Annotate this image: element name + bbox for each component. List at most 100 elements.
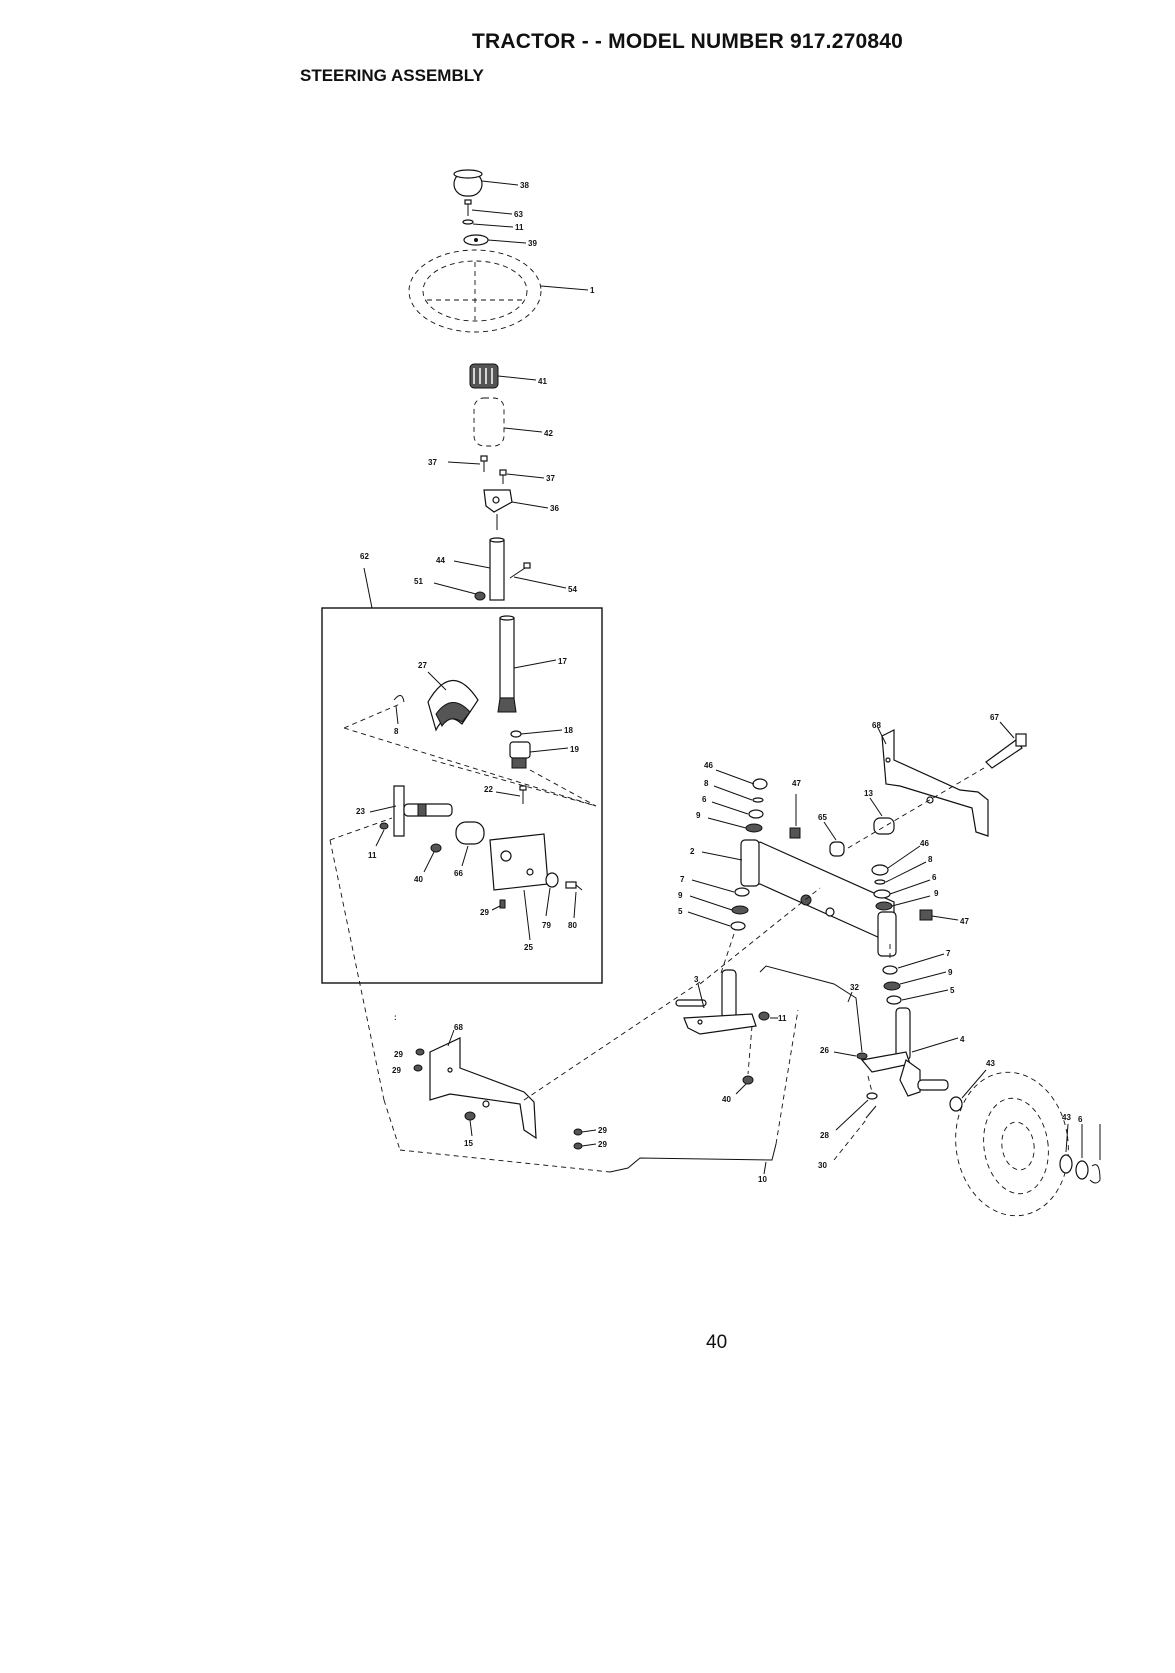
washer-43: [950, 1097, 962, 1111]
lock-washer-11-box: [380, 823, 388, 829]
callout-3: 3: [694, 975, 699, 984]
callout-44: 44: [436, 556, 445, 565]
callout-6-left: 6: [702, 795, 707, 804]
callout-38: 38: [520, 181, 529, 190]
callout-46-right: 46: [920, 839, 929, 848]
clip-8-right: [875, 880, 885, 884]
sector-gear-27: [428, 680, 478, 730]
callout-11-box: 11: [368, 851, 377, 860]
washer-28: [867, 1093, 877, 1099]
callout-68-right: 68: [872, 721, 881, 730]
bearing-9-left-lower: [732, 906, 748, 914]
adapter-41: [470, 364, 498, 388]
bearing-9-left: [746, 824, 762, 832]
callout-29-right-b: 29: [598, 1140, 607, 1149]
bracket-36: [484, 490, 512, 512]
screw-37-right: [500, 470, 506, 484]
callout-54: 54: [568, 585, 577, 594]
callout-15: 15: [464, 1139, 473, 1148]
callout-43-wheel: 43: [1062, 1113, 1071, 1122]
callout-19: 19: [570, 745, 579, 754]
washer-6-right: [874, 890, 890, 898]
callout-6-right: 6: [932, 873, 937, 882]
clip-8-left: [753, 798, 763, 802]
callout-8-box: 8: [394, 727, 399, 736]
callout-5-left: 5: [678, 907, 683, 916]
callout-5-right: 5: [950, 986, 955, 995]
bushing-42: [474, 398, 504, 446]
callout-17: 17: [558, 657, 567, 666]
callout-11-axle: 11: [778, 1014, 787, 1023]
nut-40-axle: [743, 1076, 753, 1084]
shaft-44: [490, 540, 504, 600]
callout-40-box: 40: [414, 875, 423, 884]
steering-column-parts: 38 63 11 39 1: [360, 170, 595, 608]
callout-29-box: 29: [480, 908, 489, 917]
bolt-54: [510, 563, 530, 578]
bearing-9-right: [876, 902, 892, 910]
callout-7-right: 7: [946, 949, 951, 958]
steering-gear-kit-box: 17 27 8 18 19: [322, 608, 602, 983]
washer-5-left: [731, 922, 745, 930]
callout-7-left: 7: [680, 875, 685, 884]
callout-46-left: 46: [704, 761, 713, 770]
steering-wheel: [409, 250, 541, 332]
callout-9-left: 9: [696, 811, 701, 820]
screw-29-left-a: [416, 1049, 424, 1055]
drag-link-10: [610, 1144, 776, 1172]
callout-47-top: 47: [792, 779, 801, 788]
callout-47-right: 47: [960, 917, 969, 926]
washer-7-left: [735, 888, 749, 896]
nut-15: [465, 1112, 475, 1120]
callout-79: 79: [542, 921, 551, 930]
bushing-66: [456, 822, 484, 844]
callout-18: 18: [564, 726, 573, 735]
callout-13: 13: [864, 789, 873, 798]
callout-41: 41: [538, 377, 547, 386]
bolt-80: [566, 882, 582, 890]
callout-39: 39: [528, 239, 537, 248]
callout-43-top: 43: [986, 1059, 995, 1068]
left-spindle-3: [676, 970, 756, 1034]
callout-6-wheel: 6: [1078, 1115, 1083, 1124]
callout-36: 36: [550, 504, 559, 513]
callout-63: 63: [514, 210, 523, 219]
callout-32: 32: [850, 983, 859, 992]
front-axle-assembly: 2 46 8 6 9 47 65 13 68: [676, 713, 1026, 1170]
callout-8-left: 8: [704, 779, 709, 788]
callout-28: 28: [820, 1131, 829, 1140]
washer-18: [511, 731, 521, 737]
callout-9-right-lower: 9: [948, 968, 953, 977]
callout-29-right-a: 29: [598, 1126, 607, 1135]
svg-text::: :: [394, 1013, 397, 1022]
callout-2: 2: [690, 847, 695, 856]
plate-25: [490, 834, 548, 890]
callout-9-left-lower: 9: [678, 891, 683, 900]
callout-25: 25: [524, 943, 533, 952]
washer-7-right: [883, 966, 897, 974]
screw-29-right-b: [574, 1143, 582, 1149]
lock-washer-11: [463, 220, 473, 224]
callout-51: 51: [414, 577, 423, 586]
steering-bracket-68-right: [882, 730, 988, 836]
callout-40-axle: 40: [722, 1095, 731, 1104]
callout-1: 1: [590, 286, 595, 295]
callout-4: 4: [960, 1035, 965, 1044]
grease-fitting-47-right: [920, 910, 932, 920]
callout-26: 26: [820, 1046, 829, 1055]
screw-29-right-a: [574, 1129, 582, 1135]
bolt-63: [465, 200, 471, 216]
callout-42: 42: [544, 429, 553, 438]
washer-6-left: [749, 810, 763, 818]
callout-22: 22: [484, 785, 493, 794]
callout-68-left: 68: [454, 1023, 463, 1032]
bolt-26: [857, 1053, 867, 1059]
bolt-67: [986, 734, 1026, 768]
steering-shaft-17: [498, 616, 516, 712]
washer-5-right: [887, 996, 901, 1004]
callout-65: 65: [818, 813, 827, 822]
callout-11-top: 11: [515, 223, 524, 232]
callout-9-right: 9: [934, 889, 939, 898]
callout-23: 23: [356, 807, 365, 816]
